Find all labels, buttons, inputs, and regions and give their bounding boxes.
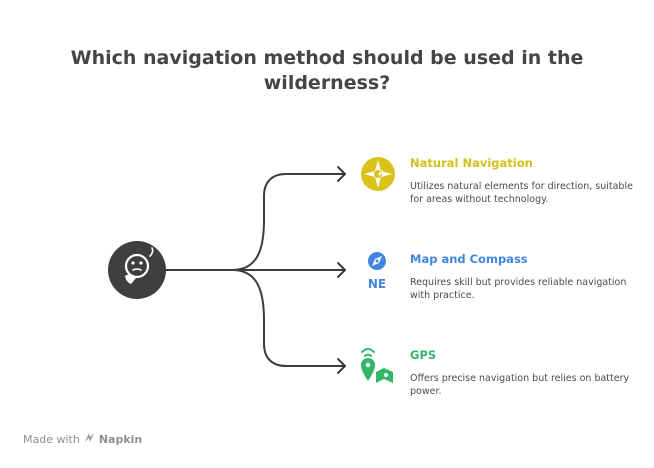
connector-branch-natural [231,173,346,271]
footer-brand: Napkin [98,432,143,446]
option-desc-map: Requires skill but provides reliable nav… [410,277,627,301]
connector-lines [165,166,346,374]
diagram-title: Which navigation method should be used i… [70,47,584,94]
arrowhead-natural [337,166,346,182]
option-desc-natural: Utilizes natural elements for direction,… [410,181,633,205]
compass-ne-icon: NE [368,252,386,291]
compass-star-icon [361,157,395,191]
napkin-logo-icon [84,432,95,446]
arrowhead-map [337,262,346,278]
compass-ne-label: NE [368,277,386,291]
thinking-face-icon [108,241,166,299]
connector-branch-gps [231,269,346,367]
option-title-map: Map and Compass [410,252,528,266]
footer-made-with: Made with [23,432,80,446]
footer-credit[interactable]: Made with Napkin [23,432,142,446]
option-desc-gps: Offers precise navigation but relies on … [410,373,630,397]
arrowhead-gps [337,358,346,374]
gps-map-icon [361,348,393,383]
option-title-gps: GPS [410,348,437,362]
option-title-natural: Natural Navigation [410,156,533,170]
